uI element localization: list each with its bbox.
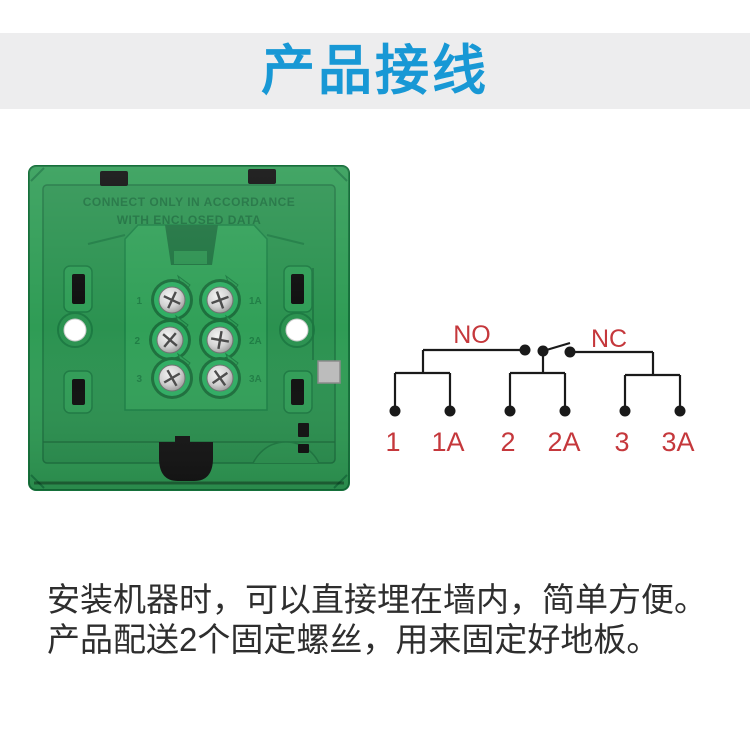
terminal-label-2A: 2A	[547, 427, 580, 457]
nc-label: NC	[591, 325, 627, 353]
terminal-dot-3	[619, 405, 631, 417]
green-switch-back-image: CONNECT ONLY IN ACCORDANCE WITH ENCLOSED…	[28, 165, 350, 491]
title-band: 产品接线	[0, 33, 750, 109]
wiring-diagram-svg: NO NC 1 1A 2 2A 3 3A	[385, 321, 694, 457]
terminal-label-2: 2	[500, 427, 515, 457]
terminal-dot-3A	[674, 405, 686, 417]
terminal-label-3: 3	[614, 427, 629, 457]
description-block: 安装机器时，可以直接埋在墙内，简单方便。 产品配送2个固定螺丝，用来固定好地板。	[47, 580, 727, 660]
wire-group-1	[393, 350, 452, 411]
terminal-dot-2A	[559, 405, 571, 417]
page-title: 产品接线	[261, 41, 489, 101]
no-contact-dot	[519, 344, 531, 356]
terminal-label-1: 1	[385, 427, 400, 457]
diagram-labels: NO NC 1 1A 2 2A 3 3A	[385, 321, 694, 457]
terminal-label-3A: 3A	[661, 427, 694, 457]
terminal-dot-1A	[444, 405, 456, 417]
terminal-dot-2	[504, 405, 516, 417]
nc-contact-dot	[564, 346, 576, 358]
terminal-label-1A: 1A	[431, 427, 464, 457]
description-line-1: 安装机器时，可以直接埋在墙内，简单方便。	[47, 581, 707, 618]
terminal-dot-1	[389, 405, 401, 417]
product-photo: CONNECT ONLY IN ACCORDANCE WITH ENCLOSED…	[28, 165, 350, 493]
diagram-contacts	[389, 344, 686, 417]
wire-group-2	[508, 351, 567, 411]
common-contact-dot	[537, 345, 549, 357]
wire-group-3	[623, 352, 682, 411]
diagram-wires	[393, 341, 682, 411]
wiring-diagram: NO NC 1 1A 2 2A 3 3A	[380, 318, 710, 460]
description-line-2: 产品配送2个固定螺丝，用来固定好地板。	[47, 621, 660, 658]
lighting-overlay	[29, 166, 349, 490]
no-label: NO	[453, 321, 491, 349]
